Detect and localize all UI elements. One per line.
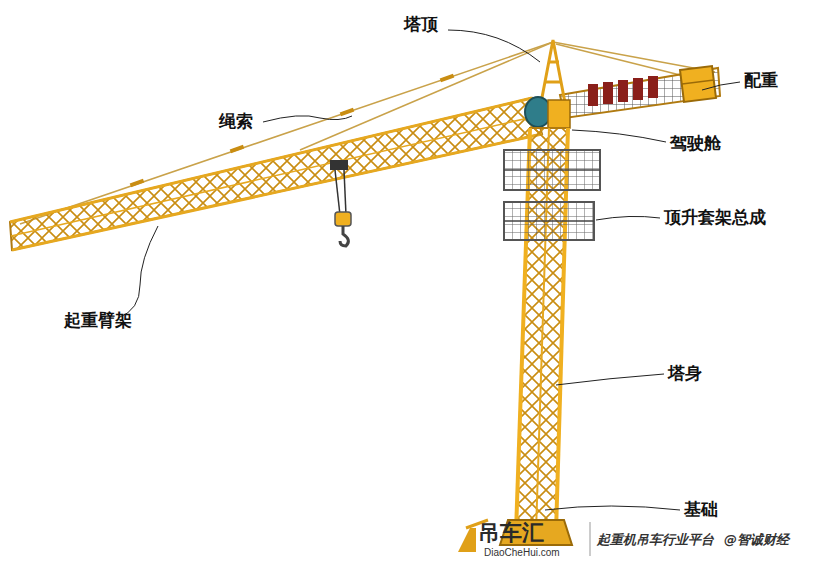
part-label: 塔顶 [404,14,438,34]
part-label: 顶升套架总成 [664,207,766,227]
watermark: DiaoCheHui.com [484,547,560,559]
counter-jib [560,66,720,118]
trolley-hook [330,160,351,246]
watermark: 吊车汇 [478,520,544,546]
climbing-frame [504,150,600,240]
jib [10,98,542,250]
part-label: 塔身 [668,363,702,383]
part-label: 驾驶舱 [670,133,721,153]
cab [525,97,570,128]
part-label: 基础 [684,499,718,519]
watermark: @智诚财经 [724,532,789,548]
leader-line [118,30,740,510]
part-label: 配重 [744,70,778,90]
watermark: 起重机吊车行业平台 [597,532,714,548]
part-label: 起重臂架 [64,310,132,330]
part-label: 绳索 [219,111,253,131]
